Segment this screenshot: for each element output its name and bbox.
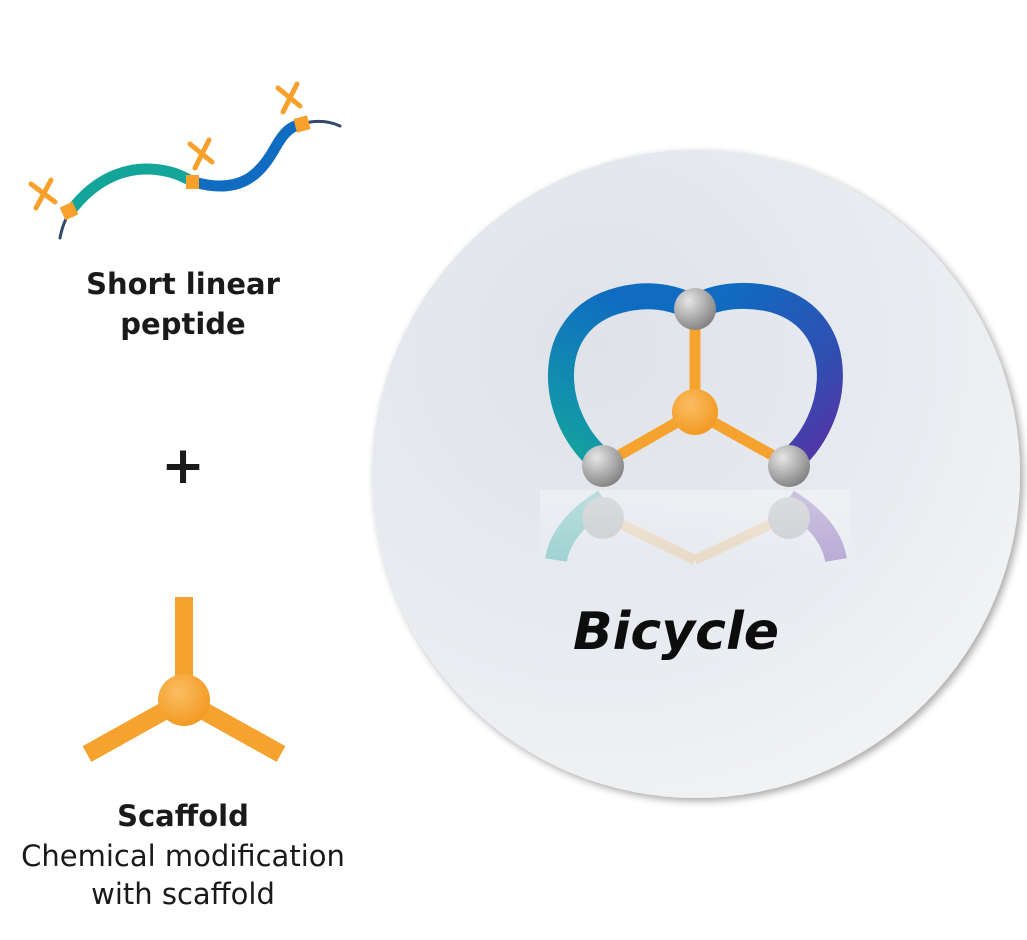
peptide-teal-segment (64, 163, 200, 218)
bicycle-title: Bicycle (573, 602, 779, 662)
node-icon (582, 445, 624, 487)
bicycle-icon (548, 282, 843, 487)
bicycle-right-loop (681, 282, 843, 476)
peptide-title-line1: Short linear (86, 267, 280, 301)
peptide-junction-2 (186, 175, 199, 189)
node-icon (768, 445, 810, 487)
bicycle-circle (372, 150, 1020, 798)
cross-mark-icon (28, 177, 58, 211)
scaffold-title: Scaffold (117, 799, 249, 833)
cross-mark-icon (275, 81, 303, 115)
scaffold-icon (82, 597, 286, 762)
plus-sign: + (161, 436, 205, 496)
peptide-blue-segment (188, 118, 308, 192)
bicycle-left-loop (548, 283, 707, 476)
cross-mark-icon (187, 137, 215, 171)
peptide-junction-1 (59, 201, 79, 221)
linear-peptide-graphic (28, 81, 342, 240)
peptide-junction-3 (293, 115, 311, 133)
reflection-fade (540, 490, 850, 570)
scaffold-desc-line1: Chemical modification (21, 839, 345, 873)
scaffold-desc-line2: with scaffold (91, 877, 275, 911)
node-icon (674, 288, 716, 330)
scaffold-center-node (672, 389, 718, 435)
peptide-title-line2: peptide (120, 307, 245, 341)
